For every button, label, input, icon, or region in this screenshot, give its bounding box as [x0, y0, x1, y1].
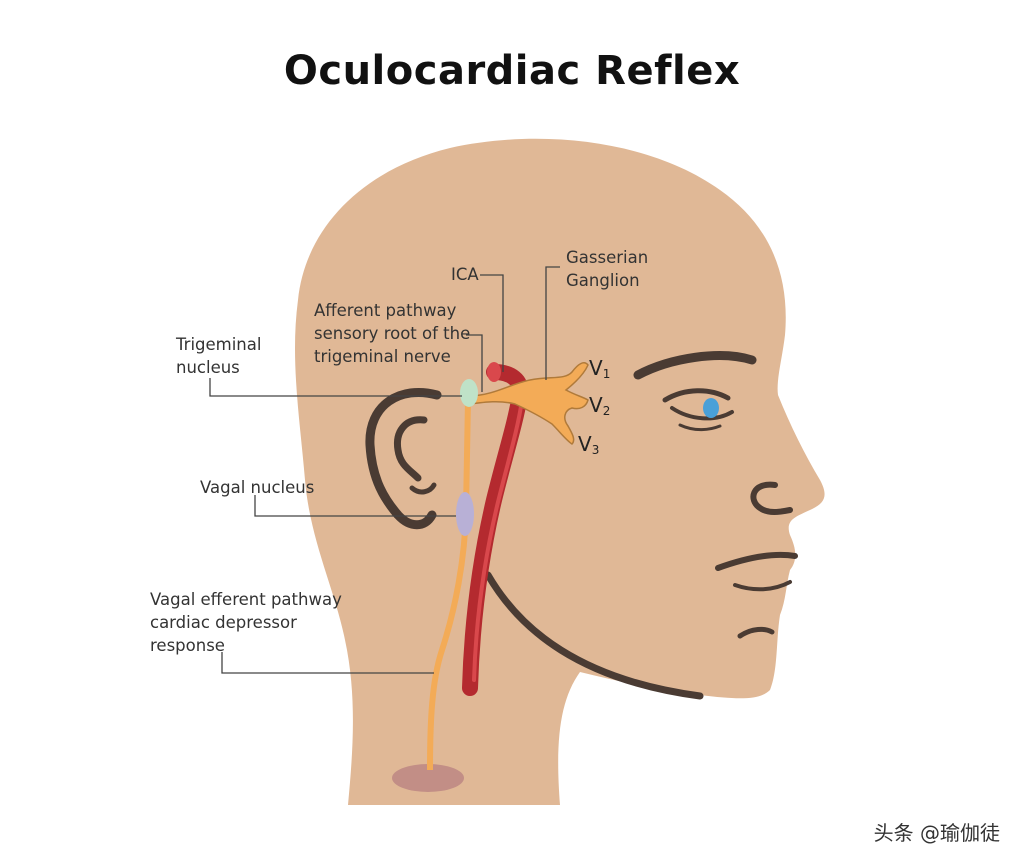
vagal-nucleus-marker — [456, 492, 474, 536]
ear — [365, 387, 442, 530]
face-features — [484, 481, 798, 700]
label-line: Gasserian — [566, 248, 649, 267]
label-line: Afferent pathway — [314, 301, 457, 320]
label-line: response — [150, 636, 225, 655]
branch-number: 1 — [602, 367, 611, 381]
branch-v1: V1 — [589, 356, 610, 381]
label-ica: ICA — [451, 263, 479, 286]
watermark: 头条 @瑜伽徒 — [873, 821, 1000, 845]
leader-lines — [209, 266, 560, 674]
branch-letter: V — [589, 393, 603, 417]
label-line: sensory root of the — [314, 324, 471, 343]
branch-v2: V2 — [589, 393, 610, 418]
branch-letter: V — [578, 432, 592, 456]
label-ica-text: ICA — [451, 265, 479, 284]
branch-number: 2 — [602, 404, 611, 418]
label-vagal-efferent: Vagal efferent pathway cardiac depressor… — [150, 588, 342, 657]
label-vagal-nucleus: Vagal nucleus — [200, 476, 314, 499]
label-trigeminal-nucleus: Trigeminal nucleus — [176, 333, 261, 379]
gasserian-ganglion — [469, 362, 589, 445]
trigeminal-nucleus-marker — [460, 379, 478, 407]
branch-v3: V3 — [578, 432, 599, 457]
head-silhouette — [295, 138, 825, 805]
label-vagal-nucleus-text: Vagal nucleus — [200, 478, 315, 497]
cardiac-target — [392, 764, 464, 792]
branch-number: 3 — [591, 443, 600, 457]
label-gasserian-ganglion: Gasserian Ganglion — [566, 246, 648, 292]
eye — [633, 351, 757, 432]
label-line: cardiac depressor — [150, 613, 297, 632]
label-line: Vagal efferent pathway — [150, 590, 342, 609]
label-line: trigeminal nerve — [314, 347, 451, 366]
label-line: nucleus — [176, 358, 240, 377]
vagal-efferent-nerve — [427, 399, 471, 771]
diagram-title: Oculocardiac Reflex — [283, 48, 741, 94]
label-line: Ganglion — [566, 271, 640, 290]
label-afferent-pathway: Afferent pathway sensory root of the tri… — [314, 299, 470, 368]
branch-letter: V — [589, 356, 603, 380]
label-line: Trigeminal — [176, 335, 262, 354]
